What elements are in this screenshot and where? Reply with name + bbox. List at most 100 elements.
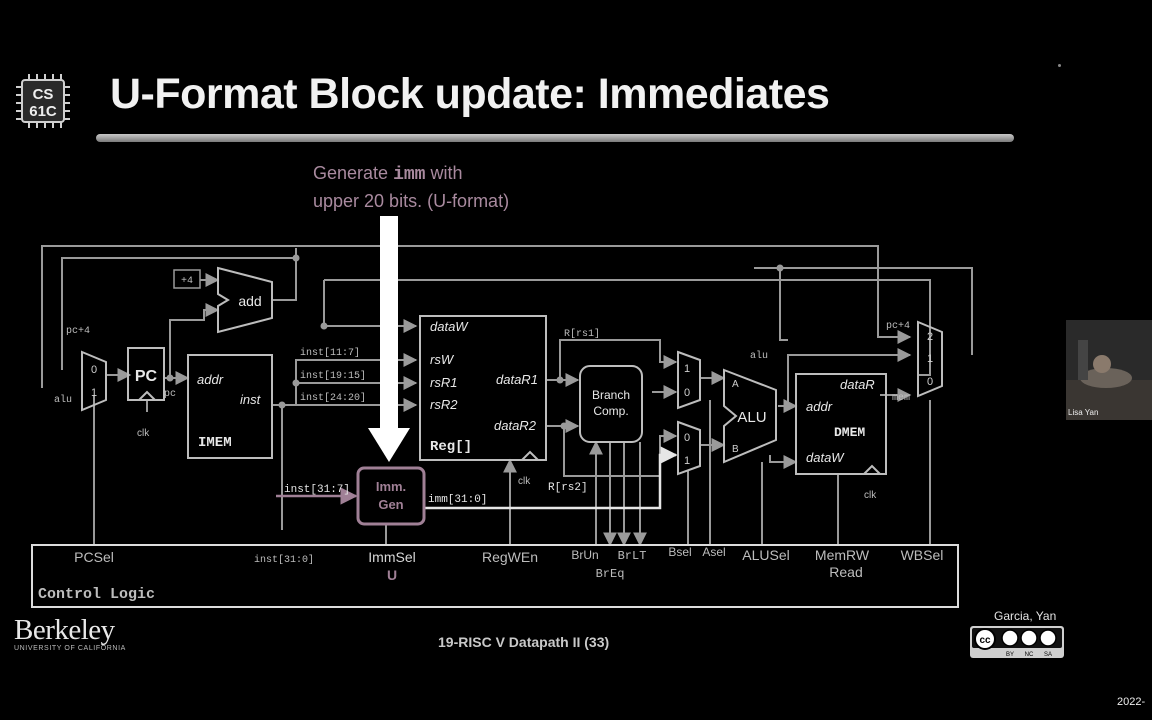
datapath-diagram: PC 0 1 +4 add addr inst IMEM dataW rsW r… (31, 216, 973, 608)
svg-text:0: 0 (684, 432, 690, 444)
logo-text-bottom: 61C (29, 103, 57, 120)
svg-text:DMEM: DMEM (834, 425, 865, 440)
presenter-video-thumbnail[interactable] (1066, 320, 1152, 420)
title-rule (96, 134, 1014, 142)
svg-text:Gen: Gen (378, 497, 403, 512)
svg-text:pc+4: pc+4 (66, 326, 90, 337)
svg-text:mem: mem (892, 393, 910, 404)
svg-text:Read: Read (829, 564, 862, 580)
imm-path-wire (424, 446, 678, 510)
svg-text:imm[31:0]: imm[31:0] (428, 494, 487, 506)
svg-text:addr: addr (197, 372, 224, 387)
svg-text:Reg[]: Reg[] (430, 439, 472, 455)
svg-text:MemRW: MemRW (815, 547, 870, 563)
svg-text:BrLT: BrLT (618, 549, 647, 563)
callout-prefix: Generate (313, 163, 394, 183)
svg-text:clk: clk (518, 476, 531, 487)
svg-text:alu: alu (750, 350, 768, 362)
svg-text:inst[11:7]: inst[11:7] (300, 347, 360, 359)
svg-text:alu: alu (54, 394, 72, 406)
berkeley-wordmark: Berkeley (14, 614, 115, 646)
svg-text:Control Logic: Control Logic (38, 586, 155, 603)
berkeley-logo: Berkeley UNIVERSITY OF CALIFORNIA (14, 615, 126, 652)
svg-text:WBSel: WBSel (901, 547, 944, 563)
svg-text:RegWEn: RegWEn (482, 549, 538, 565)
control-logic-block: Control Logic (31, 544, 959, 608)
author-credit: Garcia, Yan (994, 609, 1057, 623)
svg-text:cc: cc (979, 635, 991, 646)
svg-text:ALUSel: ALUSel (742, 547, 789, 563)
wire-labels: pc+4 alu pc clk inst[11:7] inst[19:15] i… (54, 321, 910, 566)
control-signals: PCSel ImmSel U RegWEn BrUn BrLT BrEq Bse… (74, 545, 943, 583)
cc-nc: NC (1025, 652, 1034, 658)
cc-by: BY (1006, 652, 1014, 658)
svg-text:U: U (387, 567, 397, 583)
slide-footer: 19-RISC V Datapath II (33) (438, 634, 610, 650)
svg-text:inst[31:7]: inst[31:7] (284, 484, 350, 496)
svg-text:inst[19:15]: inst[19:15] (300, 370, 366, 382)
slide-title: U-Format Block update: Immediates (110, 70, 830, 118)
date-fragment: 2022- (1117, 696, 1146, 708)
imem-block: addr inst IMEM (187, 354, 273, 459)
berkeley-subtitle: UNIVERSITY OF CALIFORNIA (14, 645, 126, 652)
svg-text:Imm.: Imm. (376, 479, 406, 494)
svg-text:Asel: Asel (702, 545, 725, 559)
dmem-block: dataR addr DMEM dataW (795, 373, 887, 475)
cc-license-icon: cc BY NC SA (970, 626, 1064, 658)
imm-gen-block: Imm. Gen (356, 466, 426, 526)
presenter-video-icon (1066, 320, 1152, 420)
svg-text:0: 0 (91, 364, 97, 376)
svg-text:dataR1: dataR1 (496, 372, 538, 387)
svg-text:dataR: dataR (840, 377, 875, 392)
svg-text:clk: clk (137, 428, 150, 439)
svg-text:+4: +4 (181, 276, 193, 287)
svg-text:R[rs1]: R[rs1] (564, 328, 600, 340)
wb-mux: 2 1 0 (917, 320, 943, 398)
svg-text:dataW: dataW (806, 450, 845, 465)
svg-text:inst[24:20]: inst[24:20] (300, 392, 366, 404)
svg-text:BrUn: BrUn (571, 548, 598, 562)
cursor-dot (1058, 64, 1061, 67)
b-mux: 0 1 (677, 420, 701, 476)
svg-text:inst[31:0]: inst[31:0] (254, 554, 314, 566)
slide: CS 61C U-Format Block update: Immediates… (14, 70, 1064, 658)
svg-text:IMEM: IMEM (198, 435, 232, 451)
add-label: add (238, 293, 261, 309)
svg-text:1: 1 (927, 353, 933, 365)
svg-text:addr: addr (806, 399, 833, 414)
svg-text:0: 0 (684, 387, 690, 399)
svg-text:PCSel: PCSel (74, 549, 114, 565)
svg-text:rsW: rsW (430, 352, 455, 367)
cs61c-logo: CS 61C (16, 74, 70, 128)
branch-comparator: Branch Comp. (579, 365, 643, 443)
junctions (166, 254, 792, 430)
plus4-adder: +4 add (173, 266, 273, 334)
svg-text:ImmSel: ImmSel (368, 549, 415, 565)
svg-text:1: 1 (684, 363, 690, 375)
svg-text:dataR2: dataR2 (494, 418, 537, 433)
presenter-name: Lisa Yan (1068, 408, 1099, 417)
svg-text:pc: pc (164, 389, 176, 400)
a-mux: 1 0 (677, 350, 701, 410)
wires (41, 245, 973, 547)
callout-arrow (368, 216, 410, 462)
callout-suffix: with (425, 163, 463, 183)
svg-text:rsR1: rsR1 (430, 375, 457, 390)
alu: A B ALU (723, 368, 777, 464)
svg-text:clk: clk (864, 490, 877, 501)
svg-text:1: 1 (91, 387, 97, 399)
callout-text: Generate imm with upper 20 bits. (U-form… (313, 160, 509, 214)
svg-text:rsR2: rsR2 (430, 397, 458, 412)
svg-text:pc+4: pc+4 (886, 321, 910, 332)
svg-text:dataW: dataW (430, 319, 469, 334)
logo-text-top: CS (33, 86, 54, 103)
svg-text:Comp.: Comp. (593, 404, 628, 418)
svg-text:Bsel: Bsel (668, 545, 691, 559)
pc-mux: 0 1 (81, 350, 107, 412)
alu-label: ALU (737, 409, 766, 426)
svg-text:A: A (732, 379, 739, 390)
callout-line2: upper 20 bits. (U-format) (313, 191, 510, 211)
svg-text:BrEq: BrEq (596, 567, 625, 581)
pc-block: PC (127, 347, 165, 401)
svg-text:Branch: Branch (592, 388, 630, 402)
